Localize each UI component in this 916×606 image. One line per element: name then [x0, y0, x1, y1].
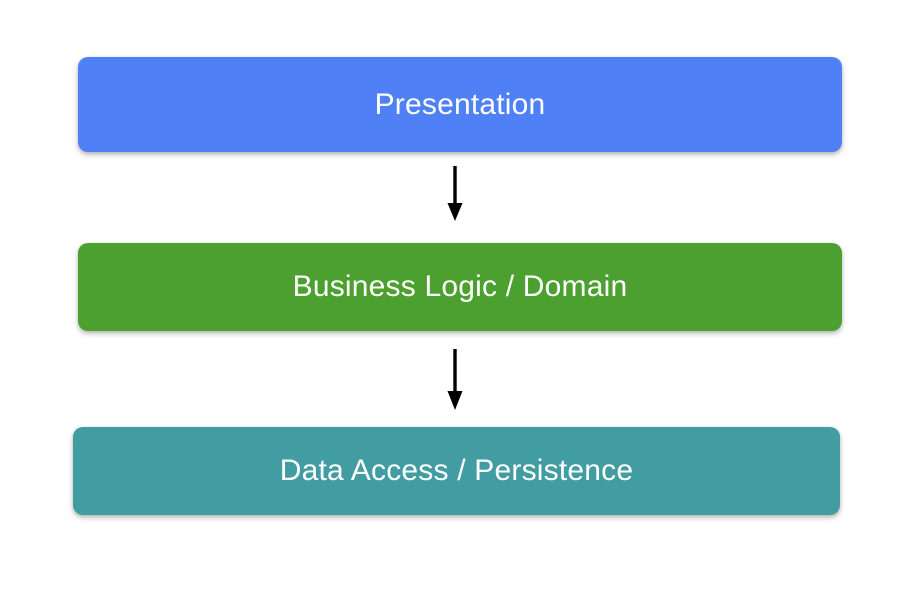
layer-box-presentation[interactable]: Presentation [78, 57, 842, 152]
arrow-presentation-to-business-logic [447, 166, 463, 221]
arrow-business-logic-to-data-access [447, 349, 463, 410]
layer-box-data-access[interactable]: Data Access / Persistence [73, 427, 840, 515]
layer-box-business-logic[interactable]: Business Logic / Domain [78, 243, 842, 331]
layer-label-data-access: Data Access / Persistence [279, 454, 634, 487]
layer-label-business-logic: Business Logic / Domain [292, 270, 628, 303]
layer-label-presentation: Presentation [374, 87, 546, 121]
